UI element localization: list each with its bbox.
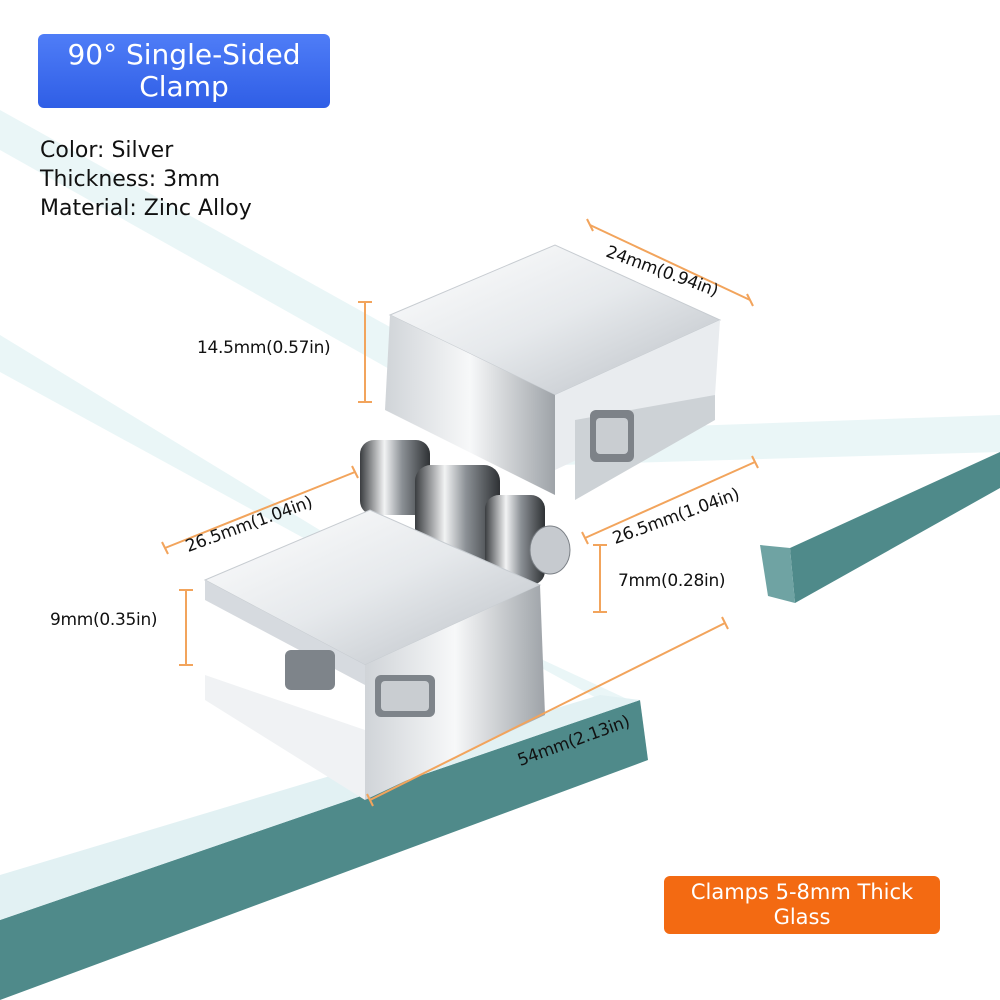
top-clamp	[385, 244, 722, 500]
glass-thickness-text: Clamps 5-8mm Thick Glass	[690, 880, 914, 929]
product-title-text: 90° Single-Sided Clamp	[67, 38, 301, 103]
product-title-badge: 90° Single-Sided Clamp	[38, 34, 330, 108]
specs-list: Color: Silver Thickness: 3mm Material: Z…	[40, 136, 252, 223]
bottom-clamp	[203, 509, 545, 800]
hinge	[360, 440, 571, 585]
glass-thickness-badge: Clamps 5-8mm Thick Glass	[664, 876, 940, 934]
dimension-lines	[161, 218, 759, 807]
dimension-gap: 7mm(0.28in)	[618, 571, 726, 591]
spec-material: Material: Zinc Alloy	[40, 196, 252, 221]
dimension-bottom-height: 9mm(0.35in)	[50, 610, 158, 630]
spec-color: Color: Silver	[40, 138, 174, 163]
dimension-top-height: 14.5mm(0.57in)	[197, 338, 331, 358]
glass-panel-lower	[0, 335, 648, 1000]
spec-thickness: Thickness: 3mm	[40, 167, 220, 192]
